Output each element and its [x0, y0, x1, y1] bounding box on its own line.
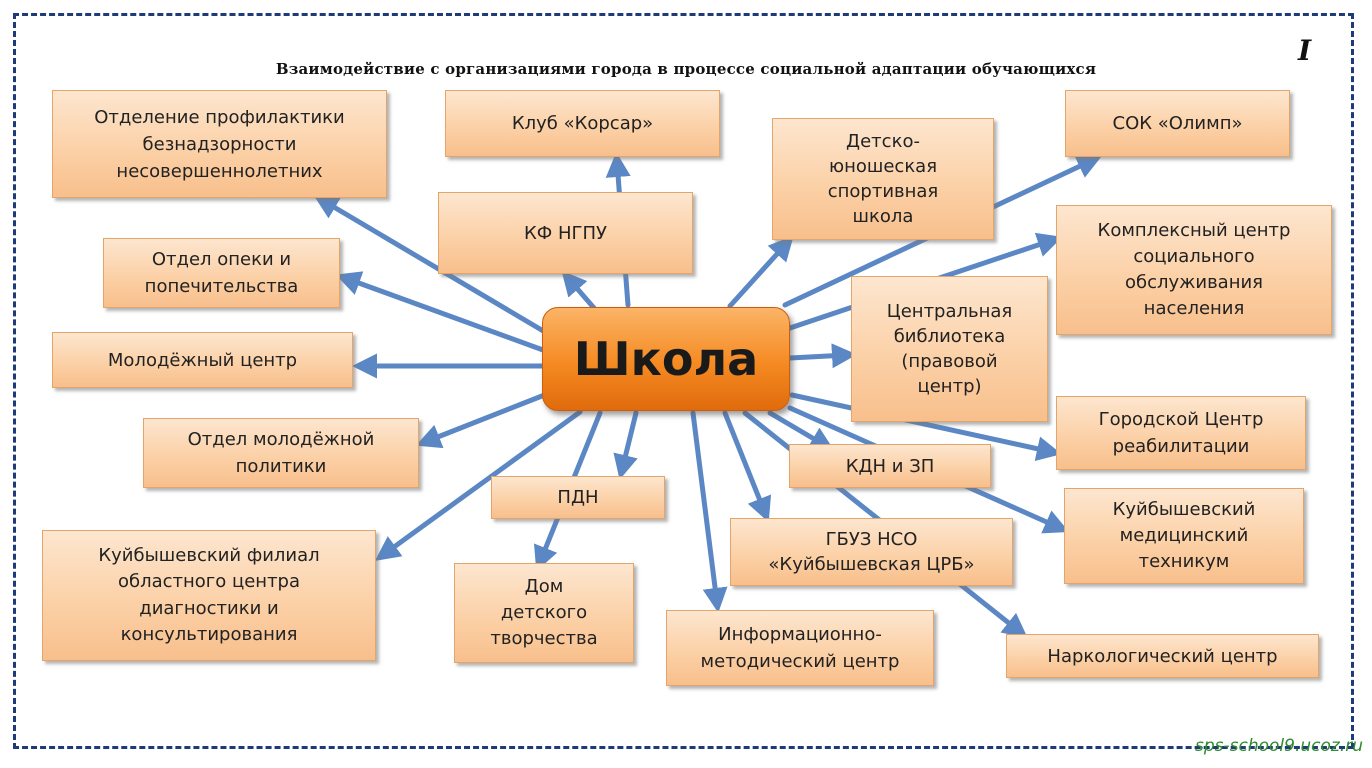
arrow-to-kuyb-filial: [374, 409, 583, 561]
node-gorodskoy-centr: Городской Центр реабилитации: [1056, 396, 1306, 470]
node-molodezhny-centr: Молодёжный центр: [52, 332, 353, 388]
node-gbuz: ГБУЗ НСО «Куйбышевская ЦРБ»: [730, 518, 1013, 586]
center-node-school: Школа: [542, 307, 790, 411]
arrow-to-dyussh: [727, 235, 794, 309]
diagram-frame: [13, 13, 1354, 749]
arrow-to-inform-centr: [690, 410, 728, 613]
node-kuyb-tekhnikum: Куйбышевский медицинский техникум: [1064, 488, 1304, 584]
watermark-url: sps-school9.ucoz.ru: [1195, 736, 1363, 756]
node-dom-tvorchestva: Дом детского творчества: [454, 563, 634, 663]
node-otdel-opeki: Отдел опеки и попечительства: [103, 238, 340, 308]
arrow-to-otdel-opeki: [335, 271, 546, 353]
node-pdn: ПДН: [491, 476, 665, 519]
diagram-title: Взаимодействие с организациями города в …: [275, 60, 1097, 78]
node-otdel-molodezhnoy: Отдел молодёжной политики: [143, 418, 419, 488]
arrow-to-gorodskoy-centr: [789, 392, 1062, 461]
node-klub-korsar: Клуб «Корсар»: [445, 90, 720, 157]
node-inform-centr: Информационно- методический центр: [666, 610, 934, 686]
node-centralnaya-biblioteka: Центральная библиотека (правовой центр): [851, 276, 1048, 422]
arrow-to-otdel-molodezhnoy: [415, 391, 550, 449]
arrow-to-otdelenie-profilaktiki: [313, 194, 548, 335]
node-kuyb-filial: Куйбышевский филиал областного центра ди…: [42, 530, 376, 661]
node-sok-olimp: СОК «Олимп»: [1065, 90, 1290, 157]
page-mark: I: [1298, 34, 1312, 67]
node-kdn-zp: КДН и ЗП: [789, 444, 991, 488]
node-otdelenie-profilaktiki: Отделение профилактики безнадзорности не…: [52, 90, 387, 198]
node-kf-ngpu: КФ НГПУ: [438, 192, 693, 274]
node-narkolog-centr: Наркологический центр: [1006, 634, 1319, 678]
arrow-to-kf-ngpu: [561, 270, 597, 311]
arrow-to-kdn-zp: [767, 410, 835, 452]
arrow-to-centralnaya-biblioteka: [787, 343, 857, 369]
arrow-to-gbuz: [722, 410, 772, 523]
node-kompleksny-centr: Комплексный центр социального обслуживан…: [1056, 205, 1332, 335]
arrow-to-pdn: [613, 410, 639, 480]
node-dyussh: Детско- юношеская спортивная школа: [772, 118, 994, 240]
